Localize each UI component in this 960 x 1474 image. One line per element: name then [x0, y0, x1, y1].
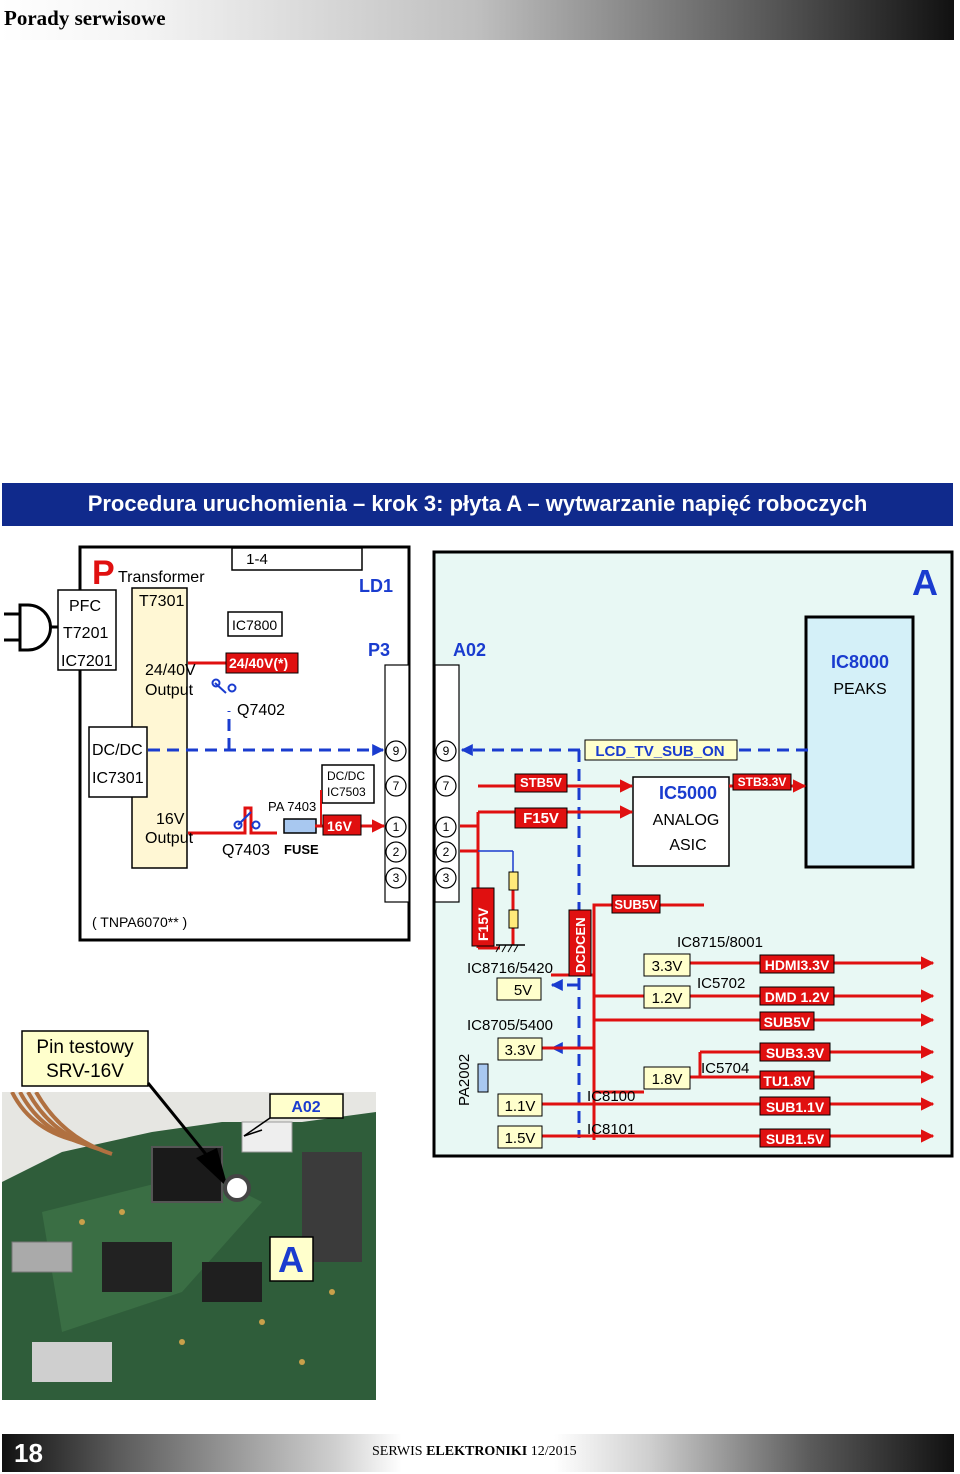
analog-label: ANALOG [653, 812, 720, 829]
page-number: 18 [14, 1438, 43, 1468]
stb33v-label: STB3.3V [738, 775, 787, 789]
q7403-label: Q7403 [222, 842, 270, 859]
issue-label: 12/2015 [530, 1444, 577, 1459]
v16-label: 16V [327, 818, 353, 834]
ic5704-label: IC5704 [701, 1060, 749, 1077]
out-24-40-label: 24/40V [145, 662, 196, 679]
peaks-label: PEAKS [833, 681, 886, 698]
dcdcen-label: DCDCEN [573, 917, 588, 973]
switch-q7403-icon [233, 811, 261, 830]
hdmi33-label: HDMI3.3V [765, 957, 830, 973]
pin-7-left: 7 [393, 779, 400, 793]
pin-1-right: 1 [443, 820, 450, 834]
ic8705-label: IC8705/5400 [467, 1017, 553, 1034]
dcdc-ic-label: DC/DC [327, 769, 365, 783]
dcdc-label: DC/DC [92, 742, 143, 759]
header-bar: Porady serwisowe [0, 0, 954, 40]
connector-1-4-label: 1-4 [246, 551, 268, 568]
v33-label: 3.3V [652, 958, 683, 975]
ic8000-label: IC8000 [831, 652, 889, 672]
ic8716-label: IC8716/5420 [467, 960, 553, 977]
asic-label: ASIC [669, 837, 706, 854]
ic8100-label: IC8100 [587, 1088, 635, 1105]
tnpa-label: ( TNPA6070** ) [92, 914, 187, 930]
sub33-label: SUB3.3V [766, 1045, 825, 1061]
a-board-letter: A [912, 562, 938, 603]
pin-3-right: 3 [443, 871, 450, 885]
v15-label: 1.5V [505, 1130, 536, 1147]
ic8101-label: IC8101 [587, 1121, 635, 1138]
pin-2-right: 2 [443, 845, 450, 859]
pin-7-right: 7 [443, 779, 450, 793]
fuse-label: FUSE [284, 842, 319, 857]
footer-credit: SERWIS ELEKTRONIKI 12/2015 [372, 1444, 577, 1460]
dmd12-label: DMD 1.2V [765, 989, 830, 1005]
mains-plug-icon [4, 603, 62, 652]
pin-2-left: 2 [393, 845, 400, 859]
ic5702-label: IC5702 [697, 975, 745, 992]
ic5000-label: IC5000 [659, 783, 717, 803]
v24-40-star-label: 24/40V(*) [229, 655, 288, 671]
pin-1-left: 1 [393, 820, 400, 834]
pin-9-right: 9 [443, 744, 450, 758]
tu18-label: TU1.8V [763, 1073, 811, 1089]
v18-label: 1.8V [652, 1071, 683, 1088]
pin-3-left: 3 [393, 871, 400, 885]
magazine-name-b: ELEKTRONIKI [426, 1444, 528, 1459]
ic7503-label: IC7503 [327, 785, 366, 799]
ic8000-block [804, 615, 915, 869]
header-title: Porady serwisowe [4, 6, 166, 30]
transformer-label: Transformer [118, 569, 205, 586]
t7301-label: T7301 [139, 593, 184, 610]
p-board-letter: P [92, 554, 115, 592]
f15v-label: F15V [523, 810, 559, 827]
photo-a02-label: A02 [291, 1099, 320, 1116]
pa2002-label: PA2002 [456, 1054, 473, 1106]
sub5v-label: SUB5V [614, 897, 658, 912]
v5-label: 5V [514, 982, 532, 999]
ic5000-block [632, 776, 730, 867]
magazine-name-a: SERWIS [372, 1444, 423, 1459]
out-16v-label: 16V [156, 811, 185, 828]
pa7403-label: PA 7403 [268, 799, 316, 814]
t7201-label: T7201 [63, 625, 108, 642]
pin-testowy-label: Pin testowy [36, 1037, 134, 1058]
power-diagram: 9 9 7 7 1 1 2 2 3 3 [4, 545, 954, 1158]
v11-label: 1.1V [505, 1098, 536, 1115]
banner-title: Procedura uruchomienia – krok 3: płyta A… [87, 491, 868, 516]
output2-label: Output [145, 830, 194, 847]
f15v-vertical-label: F15V [475, 907, 491, 941]
ic7301-label: IC7301 [92, 770, 144, 787]
switch-q7402-icon [211, 678, 237, 694]
footer-bar [2, 1434, 954, 1472]
pcb-photo [2, 1092, 376, 1400]
pin-9-left: 9 [393, 744, 400, 758]
photo-annotations: Pin testowy SRV-16V A02 A [21, 1030, 344, 1282]
lcd-tv-sub-on-label: LCD_TV_SUB_ON [595, 743, 724, 760]
sub11-label: SUB1.1V [766, 1099, 825, 1115]
ic8715-label: IC8715/8001 [677, 934, 763, 951]
ld1-label: LD1 [359, 576, 393, 596]
v12-label: 1.2V [652, 990, 683, 1007]
sub15-label: SUB1.5V [766, 1131, 825, 1147]
srv16v-label: SRV-16V [46, 1061, 124, 1082]
sub5v-out-label: SUB5V [764, 1014, 811, 1030]
section-banner: Procedura uruchomienia – krok 3: płyta A… [2, 483, 953, 526]
pfc-label: PFC [69, 598, 101, 615]
ic7800-label: IC7800 [232, 617, 277, 633]
q7402-label: Q7402 [237, 702, 285, 719]
stb5v-label: STB5V [520, 775, 562, 790]
a02-connector-label: A02 [453, 640, 486, 660]
v33b-label: 3.3V [505, 1042, 536, 1059]
photo-board-letter: A [278, 1239, 304, 1280]
p3-label: P3 [368, 640, 390, 660]
output-label: Output [145, 682, 194, 699]
ic7201-label: IC7201 [61, 653, 113, 670]
